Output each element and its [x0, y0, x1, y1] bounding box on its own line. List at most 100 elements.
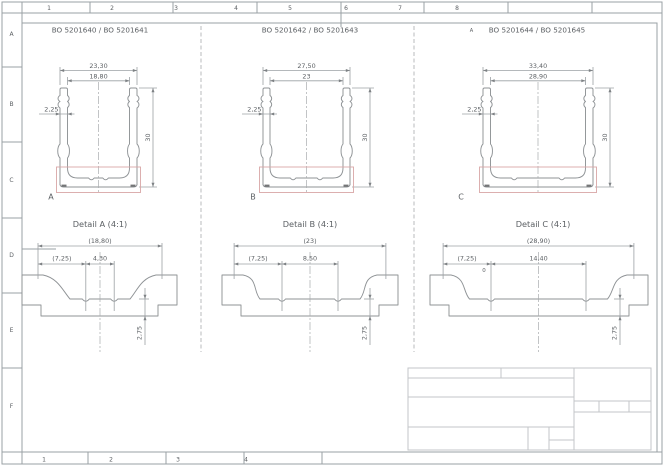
dim-arrow [608, 182, 612, 187]
dim-inner-width: 18,80 [89, 73, 107, 81]
dim-arrow [345, 69, 350, 72]
dim-ref-width: (28,90) [527, 237, 550, 245]
dim-arrow [490, 112, 495, 116]
detail-callout-box [479, 166, 597, 193]
dim-floor-thickness: 2,75 [611, 326, 619, 340]
detail-callout-letter: A [48, 193, 54, 202]
corner-mark [61, 184, 67, 187]
dim-arrow [157, 244, 162, 248]
section-A: BO 5201640 / BO 520164123,3018,802,2530A… [21, 26, 178, 352]
dim-arrow [629, 244, 634, 248]
detail-title: Detail C (4:1) [516, 219, 571, 229]
corner-mark [343, 184, 349, 187]
dim-arrow [263, 69, 268, 72]
dim-arrow [581, 262, 586, 266]
dim-arrow [368, 316, 372, 321]
section-header: BO 5201642 / BO 5201643 [262, 26, 359, 35]
dim-floor-thickness: 2,75 [361, 326, 369, 340]
dim-arrow [368, 182, 372, 187]
dim-groove-width: 4,30 [93, 255, 107, 263]
dim-arrow [270, 79, 275, 83]
bottom-ruler-4: 4 [244, 457, 248, 464]
dim-arrow [258, 112, 263, 116]
dim-arrow [282, 262, 287, 266]
dim-edge-offset: (7,25) [52, 255, 71, 263]
top-ruler-4: 4 [234, 5, 238, 12]
dim-arrow [55, 112, 60, 116]
dim-height: 30 [601, 133, 609, 141]
row-label-A: A [9, 31, 14, 38]
dim-arrow [478, 112, 483, 116]
section-B: BO 5201642 / BO 520164327,50232,2530BDet… [221, 26, 399, 352]
top-ruler-7: 7 [398, 5, 402, 12]
section-C: BO 5201644 / BO 5201645 A 33,40 28,90 2,25 30… [429, 26, 649, 352]
dim-arrow [151, 182, 155, 187]
dim-arrow [60, 69, 65, 72]
dim-wall-thickness: 2,25 [247, 106, 261, 114]
dim-arrow [491, 262, 496, 266]
top-ruler-2: 2 [110, 5, 114, 12]
dim-arrow [490, 79, 495, 83]
top-ruler-6: 6 [344, 5, 348, 12]
title-block-border [407, 367, 652, 451]
dim-edge-offset: (7,25) [457, 255, 476, 263]
dim-wall-thickness: 2,25 [467, 106, 481, 114]
dim-inner-width: 23 [302, 73, 310, 81]
revision-marker: A [470, 28, 474, 34]
top-ruler-5: 5 [288, 5, 292, 12]
top-ruler-3: 3 [174, 5, 178, 12]
dim-arrow [443, 262, 448, 266]
section-header: BO 5201644 / BO 5201645 [489, 26, 586, 35]
dim-arrow [143, 294, 147, 299]
title-block [407, 367, 652, 451]
bottom-ruler-1: 1 [42, 457, 46, 464]
section-separators [200, 26, 415, 352]
row-label-C: C [9, 177, 13, 184]
bottom-ruler-3: 3 [176, 457, 180, 464]
dim-arrow [270, 112, 275, 116]
dim-arrow [368, 294, 372, 299]
dim-inner-width: 28,90 [529, 73, 547, 81]
dim-groove-width: 8,50 [303, 255, 317, 263]
top-ruler-1: 1 [47, 5, 51, 12]
dim-arrow [125, 79, 130, 83]
dim-arrow [333, 262, 338, 266]
dim-height: 30 [144, 133, 152, 141]
dim-arrow [110, 262, 115, 266]
corner-mark [484, 184, 490, 187]
dim-floor-thickness: 2,75 [136, 326, 144, 340]
dim-arrow [483, 69, 488, 72]
dim-arrow [381, 244, 386, 248]
dim-arrow [81, 262, 86, 266]
dim-outer-width: 27,50 [297, 62, 315, 70]
dim-arrow [588, 69, 593, 72]
dim-arrow [443, 244, 448, 248]
dim-arrow [234, 262, 239, 266]
dim-arrow [85, 262, 90, 266]
corner-mark [264, 184, 270, 187]
dim-arrow [368, 88, 372, 93]
detail-callout-letter: B [250, 193, 256, 202]
dim-arrow [486, 262, 491, 266]
top-ruler-8: 8 [455, 5, 459, 12]
dim-wall-thickness: 2,25 [44, 106, 58, 114]
dim-ref-width: (18,80) [88, 237, 111, 245]
row-label-E: E [10, 327, 14, 334]
section-header: BO 5201640 / BO 5201641 [52, 26, 149, 35]
dim-arrow [581, 79, 586, 83]
dim-arrow [277, 262, 282, 266]
row-label-F: F [10, 403, 14, 410]
dim-arrow [67, 79, 72, 83]
dim-arrow [143, 316, 147, 321]
dim-outer-width: 33,40 [529, 62, 547, 70]
dim-arrow [338, 79, 343, 83]
dim-arrow [132, 69, 137, 72]
detail-title: Detail A (4:1) [73, 219, 128, 229]
corner-mark [586, 184, 592, 187]
detail-callout-letter: C [458, 193, 464, 202]
dim-ref-width: (23) [303, 237, 316, 245]
dim-height: 30 [361, 133, 369, 141]
